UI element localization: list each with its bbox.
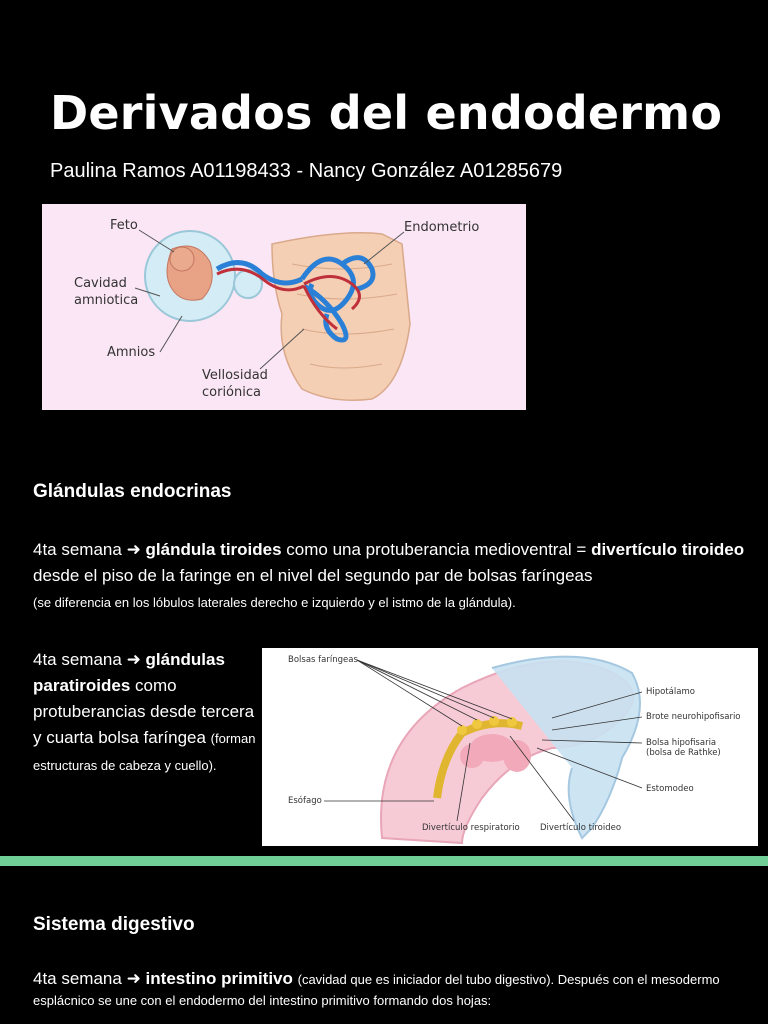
label-diverticulo-respiratorio: Divertículo respiratorio [422, 823, 520, 833]
placenta-illustration [134, 229, 411, 401]
arrow-icon: ➜ [126, 650, 141, 669]
label-feto: Feto [110, 218, 138, 233]
label-vellosidad-corionica: Vellosidad coriónica [202, 368, 268, 400]
arrow-icon: ➜ [126, 969, 141, 988]
arrow-icon: ➜ [126, 540, 141, 559]
label-bolsa-hipofisaria: Bolsa hipofisaria (bolsa de Rathke) [646, 738, 721, 758]
pharyngeal-figure: Bolsas faríngeas Hipotálamo Brote neuroh… [262, 648, 758, 846]
label-estomodeo: Estomodeo [646, 784, 694, 794]
label-bolsas-faringeas: Bolsas faríngeas [288, 655, 358, 665]
section-heading-digestivo: Sistema digestivo [33, 914, 195, 935]
term-glandula-tiroides: glándula tiroides [145, 540, 282, 559]
note-digestivo: (cavidad que es iniciador del tubo diges… [33, 972, 720, 1008]
paragraph-paratiroides: 4ta semana ➜ glándulas paratiroides como… [33, 647, 258, 779]
label-endometrio: Endometrio [404, 220, 480, 235]
term-glandulas-paratiroides: glándulas paratiroides [33, 650, 225, 695]
paragraph-digestivo: 4ta semana ➜ intestino primitivo (cavida… [33, 969, 745, 1011]
label-hipotalamo: Hipotálamo [646, 687, 695, 697]
text: 4ta semana [33, 969, 127, 988]
text: como protuberancias desde tercera y cuar… [33, 676, 255, 747]
paragraph-tiroides: 4ta semana ➜ glándula tiroides como una … [33, 537, 745, 616]
label-brote-neurohipofisario: Brote neurohipofisario [646, 712, 741, 722]
text: 4ta semana [33, 540, 127, 559]
term-intestino-primitivo: intestino primitivo [145, 969, 293, 988]
label-diverticulo-tiroideo: Divertículo tiroideo [540, 823, 622, 833]
text: 4ta semana [33, 650, 127, 669]
section-heading-glandulas: Glándulas endocrinas [33, 481, 232, 502]
label-cavidad-amniotica: Cavidad amniotica [74, 276, 139, 308]
term-diverticulo-tiroideo: divertículo tiroideo [591, 540, 745, 559]
authors: Paulina Ramos A01198433 - Nancy González… [50, 160, 563, 182]
note-tiroides: (se diferencia en los lóbulos laterales … [33, 595, 516, 610]
section-divider [0, 856, 768, 866]
text: como una protuberancia medioventral = [281, 540, 592, 559]
placenta-figure: Feto Endometrio Cavidad amniotica Amnios… [42, 204, 526, 410]
pharyngeal-illustration [324, 655, 643, 845]
text: desde el piso de la faringe en el nivel … [33, 566, 593, 585]
label-esofago: Esófago [288, 796, 322, 806]
page-title: Derivados del endodermo [50, 86, 723, 140]
label-amnios: Amnios [107, 345, 156, 360]
note-paratiroides: (forman estructuras de cabeza y cuello). [33, 731, 256, 773]
